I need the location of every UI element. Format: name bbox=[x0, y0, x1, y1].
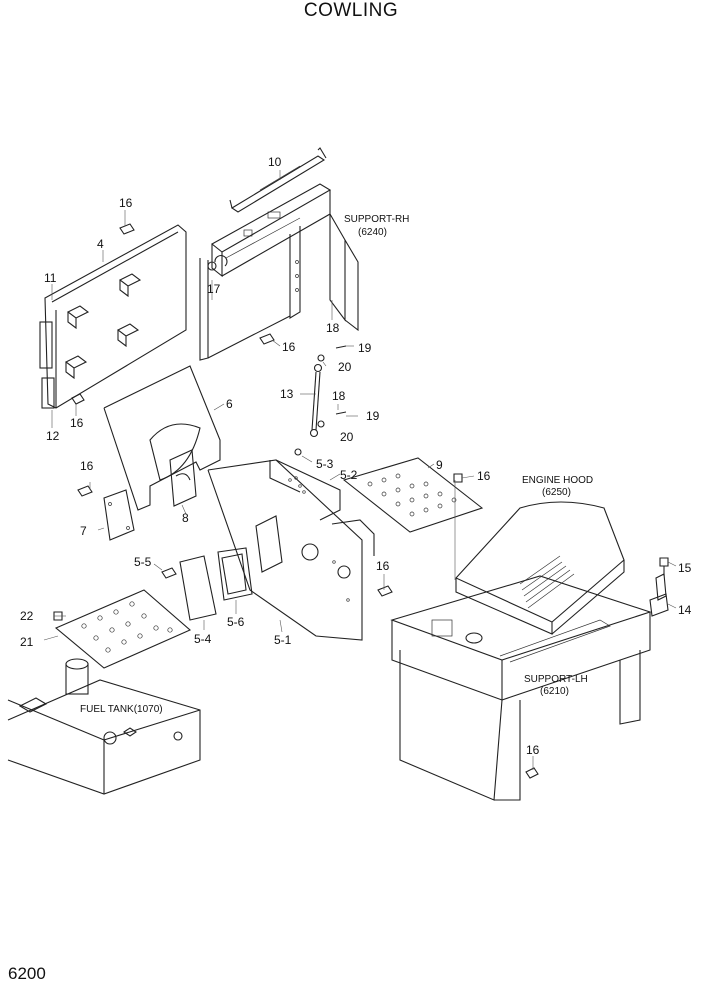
part-grille-9 bbox=[342, 457, 484, 533]
callout-labels: 10 16 4 11 17 18 16 19 20 12 16 6 13 18 … bbox=[20, 155, 692, 757]
callout-19: 19 bbox=[358, 341, 372, 355]
callout-16: 16 bbox=[70, 416, 84, 430]
support-lh-ref: (6210) bbox=[540, 686, 569, 697]
part-bracket-5 bbox=[207, 459, 375, 641]
callout-4: 4 bbox=[97, 237, 104, 251]
callout-15: 15 bbox=[678, 561, 692, 575]
support-lh-label: SUPPORT-LH bbox=[524, 674, 588, 685]
callout-20: 20 bbox=[340, 430, 354, 444]
engine-hood-label: ENGINE HOOD bbox=[522, 475, 593, 486]
support-rh-label: SUPPORT-RH bbox=[344, 214, 409, 225]
part-plate-7 bbox=[103, 489, 135, 541]
part-plate-5-4 bbox=[179, 555, 217, 621]
callout-21: 21 bbox=[20, 635, 34, 649]
callout-5-2: 5-2 bbox=[340, 468, 358, 482]
callout-22: 22 bbox=[20, 609, 34, 623]
callout-20: 20 bbox=[338, 360, 352, 374]
callout-18: 18 bbox=[332, 389, 346, 403]
callout-7: 7 bbox=[80, 524, 87, 538]
callout-5-3: 5-3 bbox=[316, 457, 334, 471]
assembly-labels: SUPPORT-RH (6240) ENGINE HOOD (6250) SUP… bbox=[80, 214, 593, 715]
callout-5-6: 5-6 bbox=[227, 615, 245, 629]
part-bolt-15 bbox=[659, 557, 669, 576]
callout-16: 16 bbox=[526, 743, 540, 757]
callout-14: 14 bbox=[678, 603, 692, 617]
callout-13: 13 bbox=[280, 387, 294, 401]
part-gasket-5-6 bbox=[217, 547, 253, 601]
callout-16: 16 bbox=[282, 340, 296, 354]
engine-hood-ref: (6250) bbox=[542, 487, 571, 498]
support-lh-frame bbox=[390, 575, 652, 801]
callout-16: 16 bbox=[477, 469, 491, 483]
callout-11: 11 bbox=[44, 271, 57, 285]
leader-lines bbox=[43, 170, 677, 770]
fuel-tank bbox=[7, 658, 201, 795]
callout-16: 16 bbox=[376, 559, 390, 573]
part-latch-14 bbox=[649, 573, 669, 617]
callout-17: 17 bbox=[207, 282, 221, 296]
fastener-bolts bbox=[53, 223, 539, 779]
part-grille-21 bbox=[54, 589, 192, 669]
callout-9: 9 bbox=[436, 458, 443, 472]
engine-hood bbox=[455, 501, 625, 635]
callout-5-4: 5-4 bbox=[194, 632, 212, 646]
callout-16: 16 bbox=[80, 459, 94, 473]
support-rh-ref: (6240) bbox=[358, 227, 387, 238]
callout-16: 16 bbox=[119, 196, 133, 210]
callout-8: 8 bbox=[182, 511, 189, 525]
page-title: COWLING bbox=[303, 0, 399, 21]
callout-6: 6 bbox=[226, 397, 233, 411]
part-plate-6 bbox=[103, 365, 221, 511]
callout-5-5: 5-5 bbox=[134, 555, 152, 569]
part-panel-4 bbox=[39, 224, 187, 409]
callout-5-1: 5-1 bbox=[274, 633, 292, 647]
callout-10: 10 bbox=[268, 155, 282, 169]
page-number: 6200 bbox=[8, 964, 46, 983]
callout-19: 19 bbox=[366, 409, 380, 423]
fuel-tank-label: FUEL TANK(1070) bbox=[80, 704, 163, 715]
callout-12: 12 bbox=[46, 429, 60, 443]
part-plate-8 bbox=[169, 449, 197, 507]
part-rod-13 bbox=[309, 363, 323, 438]
support-rh-frame bbox=[199, 183, 359, 361]
callout-18: 18 bbox=[326, 321, 340, 335]
